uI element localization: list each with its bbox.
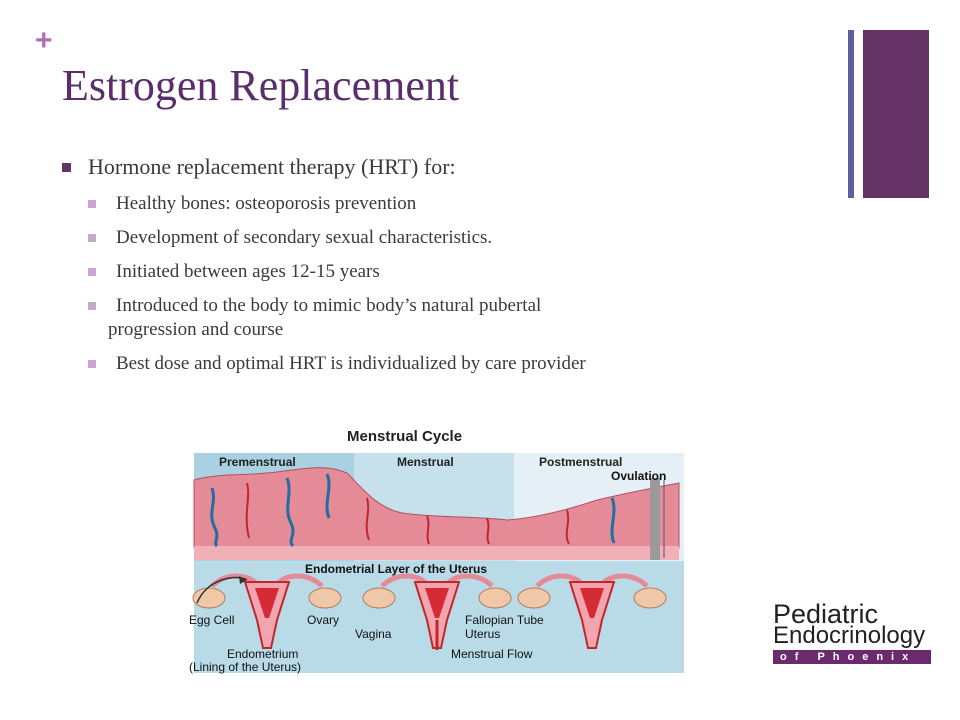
lining-label: (Lining of the Uterus) bbox=[189, 660, 302, 674]
sub-bullet-square-icon bbox=[88, 302, 96, 310]
sub-bullet-text-continued: progression and course bbox=[108, 319, 284, 340]
fallopian-tube-label: Fallopian Tube bbox=[465, 613, 544, 627]
sub-bullet: Introduced to the body to mimic body’s n… bbox=[62, 294, 822, 342]
phase-label: Postmenstrual bbox=[539, 455, 623, 469]
sub-bullet-text: Initiated between ages 12-15 years bbox=[116, 261, 380, 282]
ovary-label: Ovary bbox=[307, 613, 340, 627]
uterus-label: Uterus bbox=[465, 627, 501, 641]
endometrium-label: Endometrium bbox=[227, 647, 299, 661]
logo-band bbox=[773, 650, 931, 664]
bullet-main: Hormone replacement therapy (HRT) for: bbox=[62, 152, 822, 182]
sub-bullet: Healthy bones: osteoporosis prevention bbox=[62, 192, 822, 216]
vagina-label: Vagina bbox=[355, 627, 392, 641]
diagram-subtitle: Endometrial Layer of the Uterus bbox=[305, 562, 488, 576]
menstrual-flow-label: Menstrual Flow bbox=[451, 647, 533, 661]
logo-line2: Endocrinology bbox=[773, 622, 926, 649]
logo-line3: of Phoenix bbox=[780, 651, 917, 663]
egg-cell-label: Egg Cell bbox=[189, 613, 235, 627]
sub-bullet-text: Best dose and optimal HRT is individuali… bbox=[116, 353, 586, 374]
menstrual-cycle-diagram: Menstrual Cycle Premenstrual Menstrual P… bbox=[187, 428, 687, 678]
sub-bullet-text: Development of secondary sexual characte… bbox=[116, 227, 493, 248]
sub-bullet-square-icon bbox=[88, 360, 96, 368]
bullet-square-icon bbox=[62, 163, 71, 172]
bullet-main-text: Hormone replacement therapy (HRT) for: bbox=[88, 154, 456, 179]
sub-bullet-square-icon bbox=[88, 268, 96, 276]
ovulation-label: Ovulation bbox=[611, 469, 667, 483]
accent-bar-thick bbox=[863, 30, 929, 198]
sub-bullet-text: Healthy bones: osteoporosis prevention bbox=[116, 193, 417, 214]
menstrual-cycle-illustration bbox=[192, 453, 684, 673]
sub-bullet: Initiated between ages 12-15 years bbox=[62, 260, 822, 284]
pediatric-endocrinology-logo: Pediatric Endocrinology of Phoenix bbox=[768, 599, 931, 670]
sub-bullet-square-icon bbox=[88, 200, 96, 208]
slide-title: Estrogen Replacement bbox=[62, 61, 460, 110]
sub-bullet: Development of secondary sexual characte… bbox=[62, 226, 822, 250]
sub-bullet-square-icon bbox=[88, 234, 96, 242]
sub-bullet: Best dose and optimal HRT is individuali… bbox=[62, 352, 822, 376]
logo-line1: Pediatric bbox=[773, 599, 879, 629]
phase-label: Premenstrual bbox=[219, 455, 296, 469]
phase-label: Menstrual bbox=[397, 455, 454, 469]
diagram-title: Menstrual Cycle bbox=[347, 428, 463, 445]
accent-bar-thin bbox=[848, 30, 854, 198]
sub-bullet-text: Introduced to the body to mimic body’s n… bbox=[116, 295, 542, 316]
plus-icon: + bbox=[35, 24, 53, 57]
bullet-list: Hormone replacement therapy (HRT) for: H… bbox=[62, 152, 822, 386]
